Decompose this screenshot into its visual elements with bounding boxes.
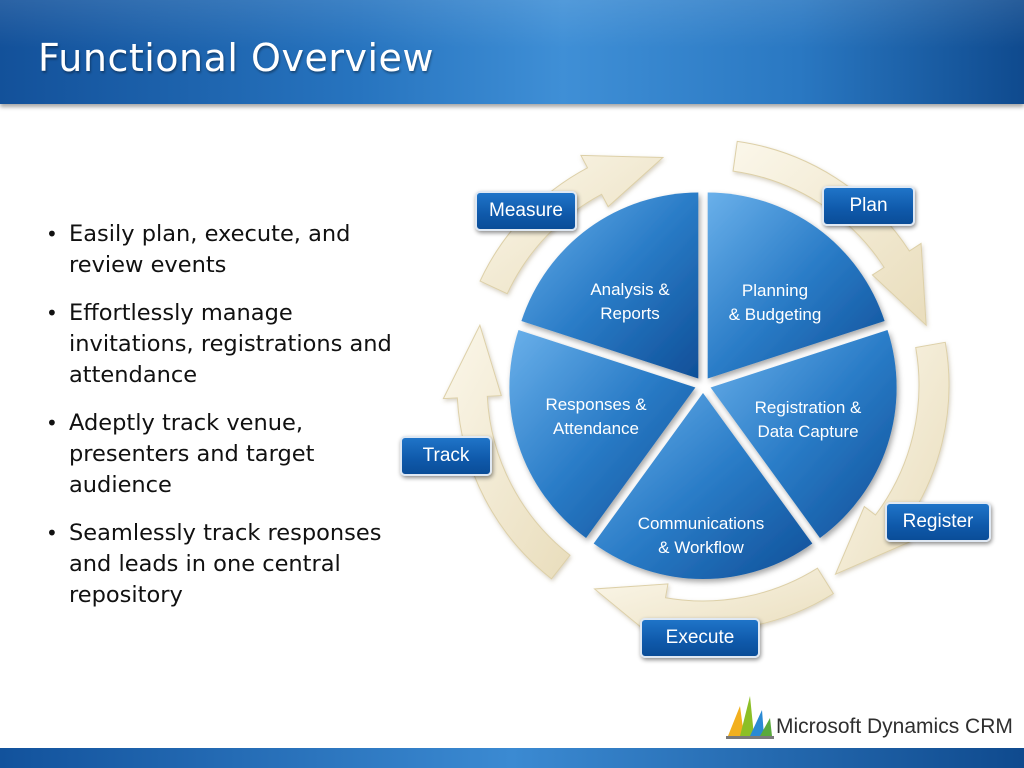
title-bar: Functional Overview bbox=[0, 0, 1024, 104]
arrow-register-to-execute bbox=[834, 341, 950, 576]
bullet-dot-icon: • bbox=[46, 301, 58, 325]
bullet-dot-icon: • bbox=[46, 411, 58, 435]
stage-execute-button[interactable]: Execute bbox=[640, 618, 760, 658]
segment-label-communications: Communications& Workflow bbox=[638, 514, 765, 557]
segment-label-responses: Responses &Attendance bbox=[545, 395, 647, 438]
segment-label-analysis: Analysis &Reports bbox=[590, 280, 670, 323]
bullet-item: • Adeptly track venue, presenters and tar… bbox=[46, 408, 396, 501]
stage-track-button[interactable]: Track bbox=[400, 436, 492, 476]
bullet-dot-icon: • bbox=[46, 521, 58, 545]
diagram-segments: Analysis &Reports Planning& BudgetingRegi… bbox=[509, 192, 897, 580]
segment-responses bbox=[509, 329, 696, 538]
title-bar-gloss bbox=[0, 0, 1024, 48]
arrow-plan-to-register bbox=[732, 140, 927, 327]
footer-bar bbox=[0, 748, 1024, 768]
page-title: Functional Overview bbox=[38, 36, 434, 80]
bullet-item: • Effortlessly manage invitations, regist… bbox=[46, 298, 396, 391]
segment-analysis bbox=[521, 192, 699, 379]
bullet-text: Easily plan, execute, and review events bbox=[69, 221, 351, 278]
stage-plan-button[interactable]: Plan bbox=[822, 186, 915, 226]
stage-measure-button[interactable]: Measure bbox=[475, 191, 577, 231]
bullet-list: • Easily plan, execute, and review events… bbox=[46, 219, 396, 628]
bullet-item: • Easily plan, execute, and review events bbox=[46, 219, 396, 281]
cycle-arrow-ring bbox=[442, 140, 950, 642]
arrow-track-to-measure bbox=[442, 323, 571, 580]
microsoft-dynamics-logo: Microsoft Dynamics CRM bbox=[726, 692, 1013, 744]
bullet-text: Adeptly track venue, presenters and targ… bbox=[69, 410, 315, 498]
bullet-text: Effortlessly manage invitations, registr… bbox=[69, 300, 392, 388]
segment-label-planning: Planning& Budgeting bbox=[729, 281, 822, 324]
stage-register-button[interactable]: Register bbox=[885, 502, 991, 542]
segment-label-registration: Registration &Data Capture bbox=[755, 398, 862, 441]
arrow-measure-to-plan bbox=[479, 154, 665, 295]
segment-communications bbox=[593, 393, 813, 580]
segment-registration bbox=[710, 329, 897, 538]
bullet-text: Seamlessly track responses and leads in … bbox=[69, 520, 382, 608]
dynamics-logo-icon bbox=[726, 696, 774, 739]
bullet-dot-icon: • bbox=[46, 222, 58, 246]
bullet-item: • Seamlessly track responses and leads in… bbox=[46, 518, 396, 611]
logo-text: Microsoft Dynamics CRM bbox=[776, 715, 1013, 738]
segment-planning bbox=[707, 192, 885, 379]
